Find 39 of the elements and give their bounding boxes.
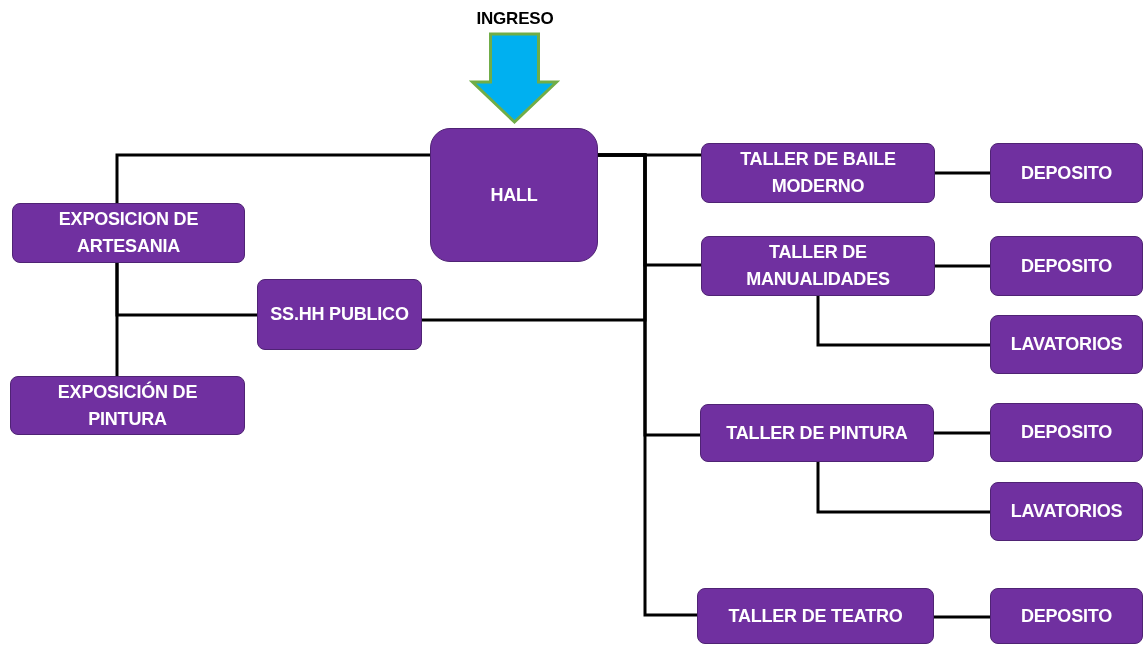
room-box (701, 143, 935, 203)
room-box (990, 482, 1143, 541)
connector-line (935, 264, 990, 268)
connector-line (598, 153, 697, 617)
room-box (990, 236, 1143, 296)
room-name: DEPOSITO (1020, 254, 1113, 278)
room-name: DEPOSITO (1020, 421, 1113, 444)
room-name: TALLER DE BAILE MODERNO (739, 148, 897, 198)
room-name: EXPOSICIÓN DE PINTURA (56, 380, 199, 431)
room-name: LAVATORIOS (1010, 500, 1123, 523)
connector-line (816, 462, 990, 514)
room-box (697, 588, 934, 644)
room-name: SS.HH PUBLICO (270, 303, 409, 326)
room-name: TALLER DE MANUALIDADES (745, 241, 891, 291)
room-box (701, 236, 935, 296)
connector-line (115, 263, 257, 317)
connector-line (816, 296, 990, 347)
room-name: TALLER DE PINTURA (726, 421, 908, 445)
room-box (990, 588, 1143, 644)
room-name: HALL (490, 183, 538, 207)
connector-line (935, 171, 990, 175)
room-name: TALLER DE TEATRO (728, 604, 903, 628)
connector-line (934, 431, 990, 435)
connector-line (934, 615, 990, 619)
room-box (257, 279, 422, 350)
room-name: DEPOSITO (1020, 604, 1113, 628)
room-box (430, 128, 598, 262)
block-arrow (468, 32, 561, 125)
connector-line (115, 153, 430, 203)
room-box (10, 376, 245, 435)
room-name: INGRESO (476, 8, 554, 31)
room-box (12, 203, 245, 263)
room-box (700, 404, 934, 462)
room-box (990, 403, 1143, 462)
room-box (990, 143, 1143, 203)
room-name: LAVATORIOS (1010, 333, 1123, 356)
room-name: EXPOSICION DE ARTESANIA (57, 208, 200, 258)
room-box (990, 315, 1143, 374)
room-name: DEPOSITO (1020, 161, 1113, 185)
